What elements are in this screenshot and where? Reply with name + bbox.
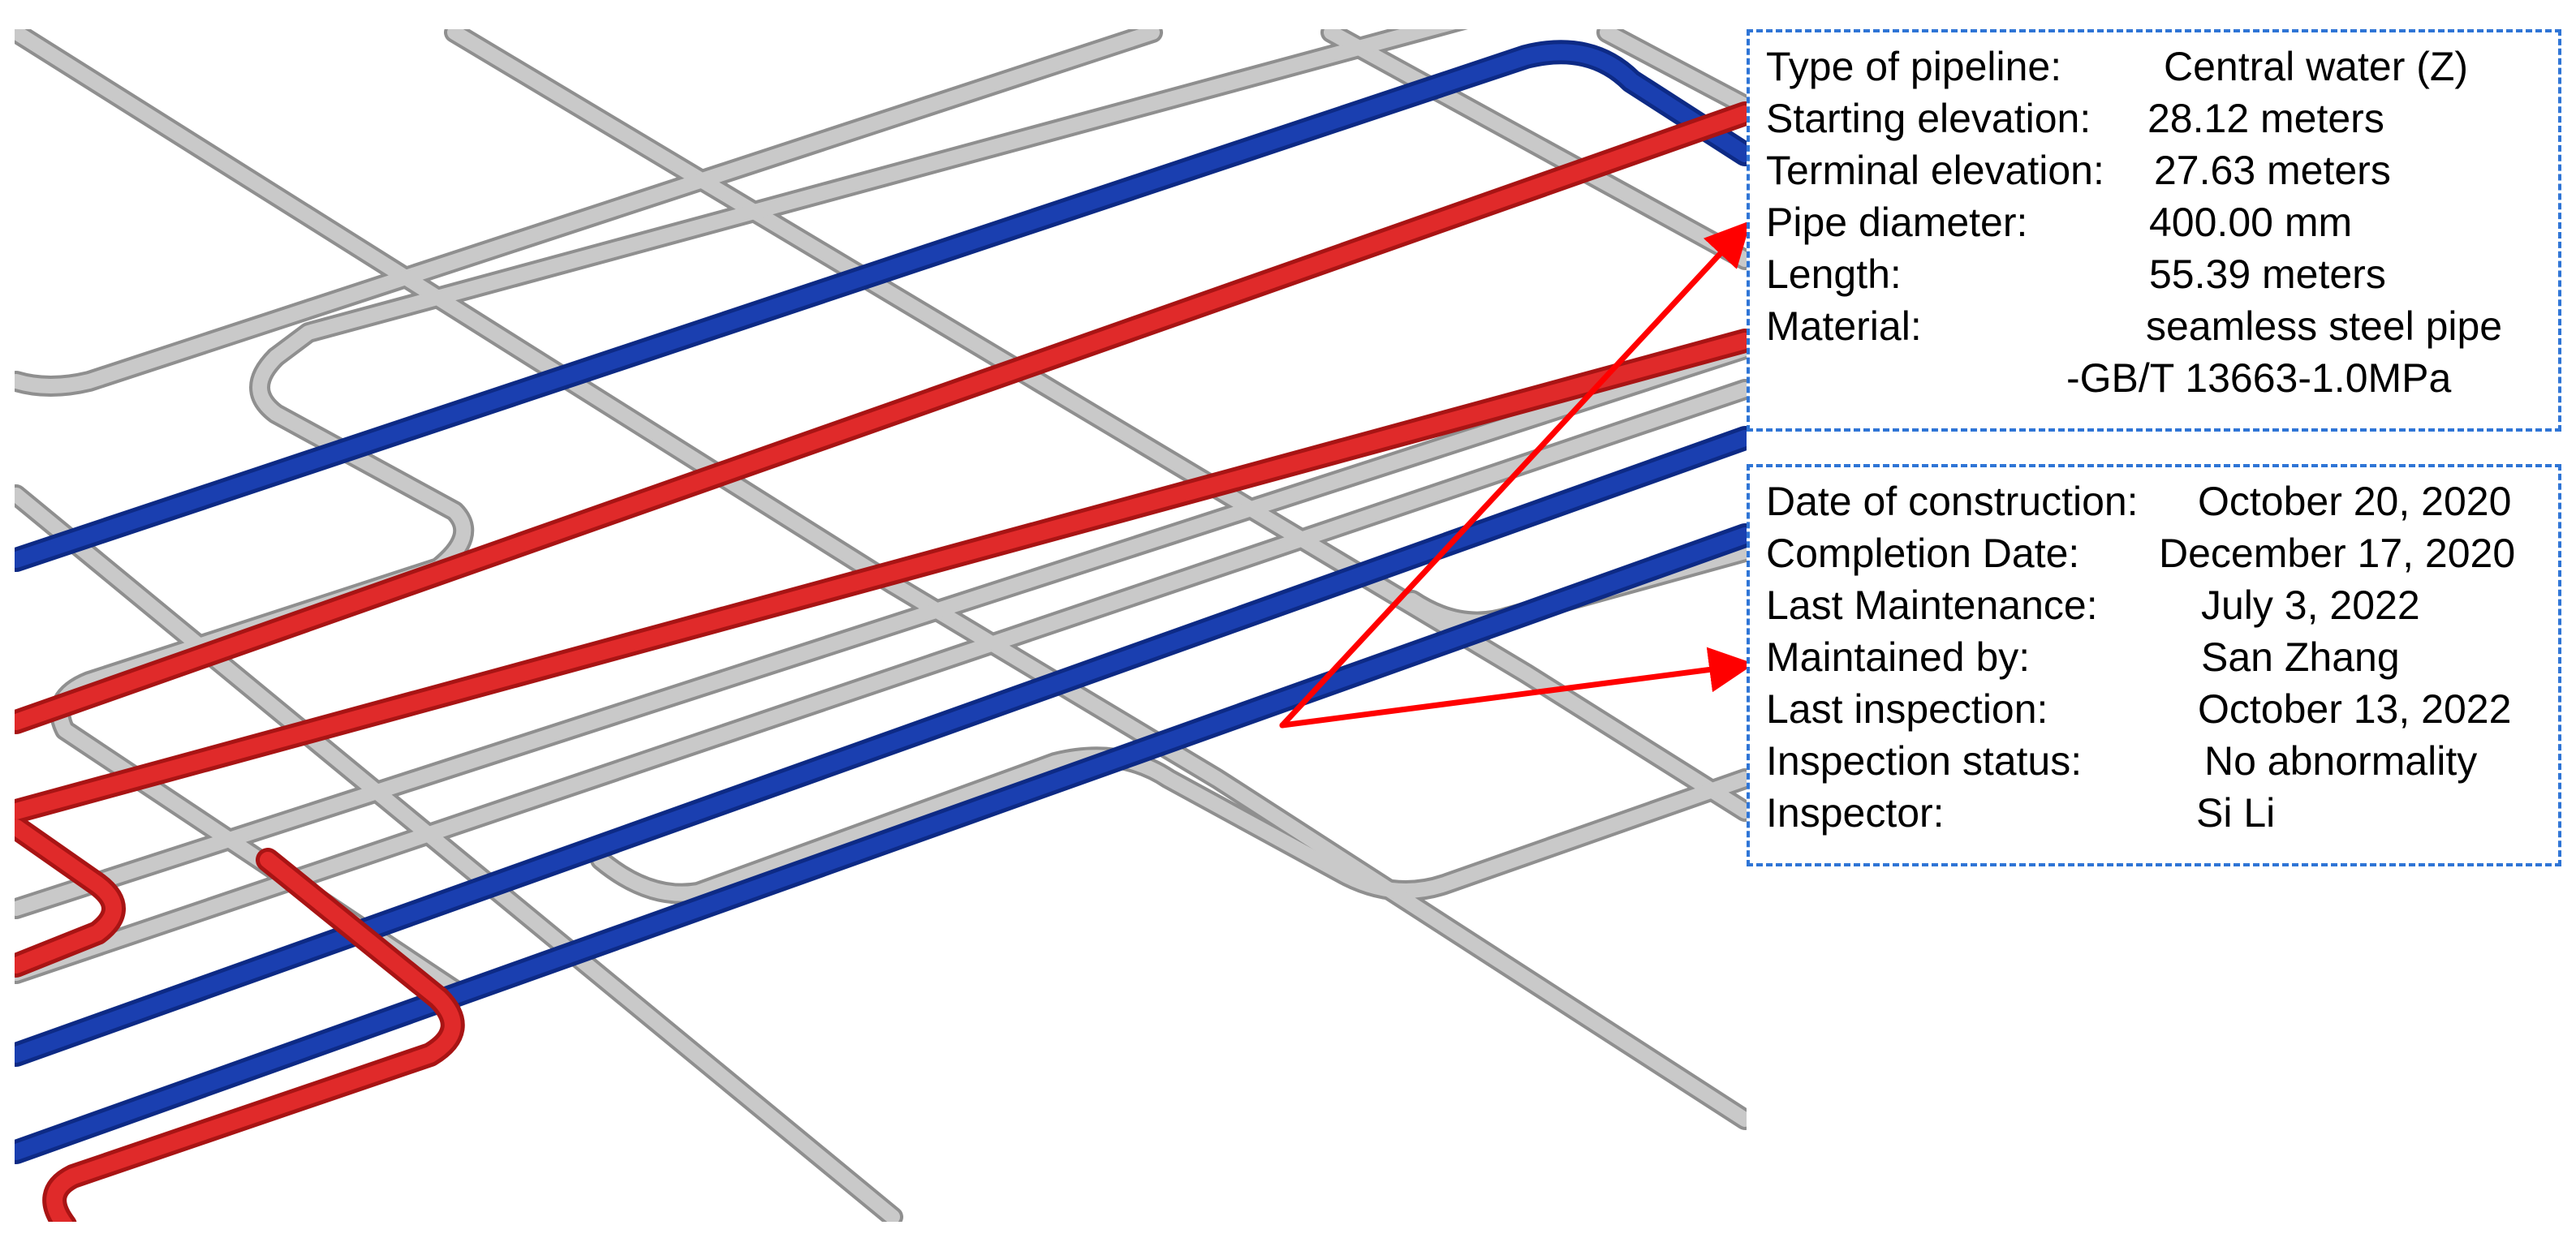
maintenance-info-panel: Date of construction: October 20, 2020 Co… [1747,464,2561,866]
info-value: Si Li [2196,790,2276,836]
info-value: December 17, 2020 [2159,531,2516,576]
info-value: Central water (Z) [2164,44,2469,89]
info-value: No abnormality [2204,738,2478,784]
blue-pipe-group [15,40,1747,1164]
info-value: 27.63 meters [2154,148,2391,193]
info-label: Last inspection: [1766,686,2048,732]
info-value: October 20, 2020 [2198,479,2512,524]
info-row: Material: seamless steel pipe [1766,300,2502,352]
info-label: Last Maintenance: [1766,582,2098,628]
annotation-arrows [1279,220,1755,729]
red-pipe-group [15,101,1747,1222]
info-row: Length: 55.39 meters [1766,248,2386,300]
info-value: San Zhang [2201,634,2400,680]
info-row: Maintained by: San Zhang [1766,631,2400,683]
info-label: Inspector: [1766,790,1945,836]
gray-pipe-group [15,29,1747,1222]
info-label: Type of pipeline: [1766,44,2062,89]
info-value: -GB/T 13663-1.0MPa [2066,355,2452,401]
info-label: Inspection status: [1766,738,2083,784]
info-value: October 13, 2022 [2198,686,2512,732]
info-value: 400.00 mm [2149,200,2353,245]
info-label: Completion Date: [1766,531,2080,576]
info-label: Date of construction: [1766,479,2139,524]
info-row: Inspection status: No abnormality [1766,735,2477,787]
info-value: 55.39 meters [2149,251,2386,297]
info-value: seamless steel pipe [2146,303,2503,349]
info-value: 28.12 meters [2147,96,2384,141]
info-row: Starting elevation: 28.12 meters [1766,92,2384,144]
info-row: Date of construction: October 20, 2020 [1766,475,2511,527]
info-row: Last Maintenance: July 3, 2022 [1766,579,2420,631]
info-label: Material: [1766,303,1922,349]
pipe-info-panel: Type of pipeline: Central water (Z) Start… [1747,29,2561,432]
info-row: Inspector: Si Li [1766,787,2275,839]
arrow-to-maintenance-info [1279,647,1755,729]
info-label: Maintained by: [1766,634,2031,680]
info-row: Completion Date: December 17, 2020 [1766,527,2515,579]
info-row: Pipe diameter: 400.00 mm [1766,196,2352,248]
info-label: Starting elevation: [1766,96,2091,141]
info-value: July 3, 2022 [2201,582,2420,628]
arrow-to-pipe-info [1279,220,1751,729]
info-row: Terminal elevation: 27.63 meters [1766,144,2391,196]
info-label: Terminal elevation: [1766,148,2104,193]
info-label: Length: [1766,251,1902,297]
info-row: Type of pipeline: Central water (Z) [1766,41,2468,92]
info-row: Last inspection: October 13, 2022 [1766,683,2511,735]
info-label: Pipe diameter: [1766,200,2028,245]
